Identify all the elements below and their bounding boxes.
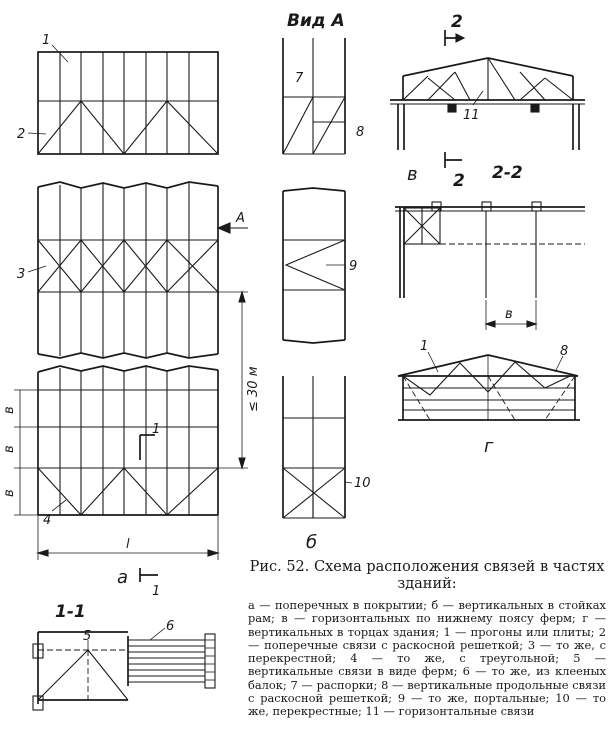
label-g-1: 1: [420, 339, 428, 354]
section-2-2-title: 2-2: [492, 163, 523, 183]
column-view-top: [282, 38, 346, 155]
section-1-bottom: 1: [152, 584, 160, 599]
label-5: 5: [83, 629, 91, 644]
dim-b-frame: в: [505, 307, 513, 322]
letter-a: а: [117, 567, 128, 588]
dim-b-3: в: [2, 489, 17, 497]
caption-legend: а — поперечных в покрытии; б — вертикаль…: [248, 598, 606, 719]
caption-title: Рис. 52. Схема расположения связей в час…: [249, 559, 605, 592]
section-1-1: [32, 631, 129, 711]
label-3: 3: [17, 267, 25, 282]
arrow-a-label: A: [235, 211, 245, 226]
glulam-beams: [127, 627, 216, 689]
label-6: 6: [166, 619, 174, 634]
label-g-8: 8: [560, 344, 568, 359]
plan-block-bottom: [37, 365, 219, 516]
letter-g: г: [484, 436, 494, 457]
letter-b: б: [306, 532, 317, 553]
label-2: 2: [17, 127, 25, 142]
cross-section-frame: [390, 57, 585, 150]
section-1-top: 1: [152, 422, 160, 437]
figure-caption: Рис. 52. Схема расположения связей в час…: [248, 559, 606, 719]
plan-block-middle: [37, 181, 219, 359]
dim-30m: ≤ 30 м: [246, 366, 261, 412]
section-2-2: [395, 201, 585, 330]
label-11: 11: [463, 108, 480, 123]
section-1-1-title: 1-1: [55, 602, 86, 622]
label-10: 10: [354, 476, 371, 491]
letter-v: в: [407, 164, 418, 185]
dim-l: l: [126, 537, 130, 552]
label-4: 4: [43, 513, 51, 528]
section-2-bottom: 2: [453, 171, 465, 191]
label-8: 8: [356, 125, 364, 140]
dim-b-1: в: [2, 406, 17, 414]
column-view-middle: [282, 187, 346, 344]
label-7: 7: [295, 71, 304, 86]
label-9: 9: [349, 259, 357, 274]
label-1: 1: [42, 33, 50, 48]
view-a-title: Вид А: [287, 11, 345, 31]
section-2-top: 2: [451, 12, 463, 32]
dim-b-2: в: [2, 445, 17, 453]
end-wall-elevation: [397, 354, 580, 421]
plan-block-top: [37, 51, 219, 155]
column-view-bottom: [282, 376, 346, 519]
